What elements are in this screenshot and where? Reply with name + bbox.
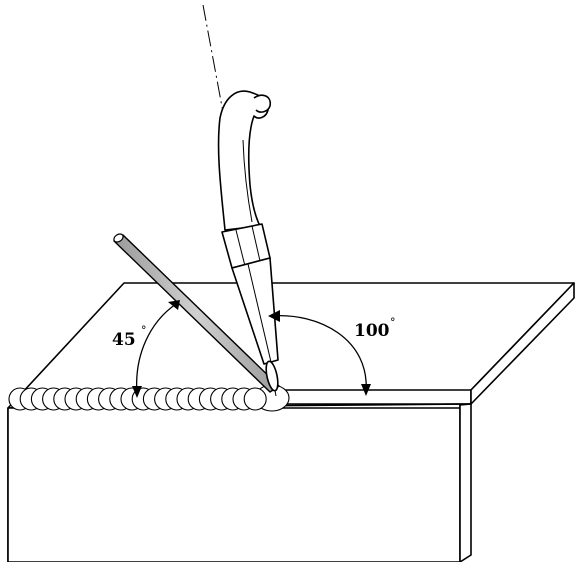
weld-ripple [243,387,267,411]
torch-angle-indicator [268,310,371,396]
torch-axis-line [202,4,277,397]
welding-torch [217,90,279,392]
rod-angle-arrow-top [168,300,180,310]
torch-angle-arrow-left [268,310,280,322]
torch-nozzle [231,257,279,365]
torch-handle-highlight [242,139,253,223]
block-front-face-rect [7,407,461,562]
rod-angle-indicator [132,300,180,398]
torch-nozzle-facet [247,263,272,363]
torch-angle-arc [269,314,367,393]
torch-collar-facet [235,229,246,267]
torch-angle-degree: ° [390,316,396,329]
rod-angle-label: 45 [112,330,136,350]
torch-collar-facet-2 [251,225,261,262]
torch-knob [253,94,272,113]
plate-edge-step [470,282,575,405]
torch-angle-arrow-bottom [361,384,371,396]
rod-angle-arrow-bottom [132,386,142,398]
block-side-face [459,403,472,562]
rod-angle-degree: ° [141,324,147,337]
filler-rod-end [113,233,124,243]
torch-tip [265,360,279,392]
rod-angle-arc [135,303,177,395]
workpiece [7,282,575,562]
filler-rod [113,233,280,393]
weld-bead [8,384,290,412]
torch-angle-label: 100 [354,321,390,341]
